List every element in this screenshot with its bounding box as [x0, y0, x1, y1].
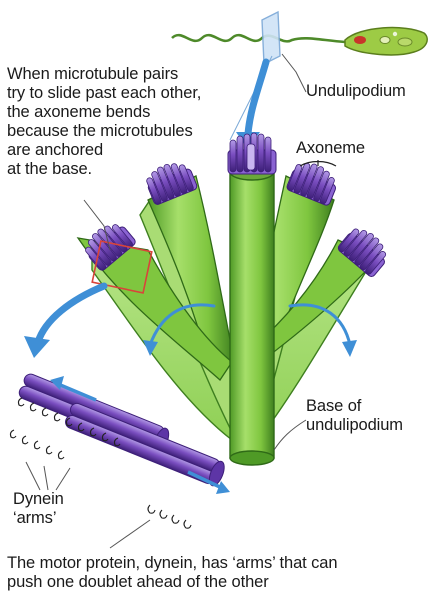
axoneme-label: Axoneme: [296, 139, 365, 158]
leader-caption: [110, 520, 150, 548]
caption-text: The motor protein, dynein, has ‘arms’ th…: [7, 554, 427, 592]
dynein-arms-label: Dynein ‘arms’: [13, 490, 64, 528]
organism-illustration: [172, 28, 427, 55]
undulipodium-label: Undulipodium: [306, 82, 406, 101]
base-label: Base of undulipodium: [306, 397, 403, 435]
detail-arrow-head: [24, 336, 50, 358]
intro-text: When microtubule pairs try to slide past…: [7, 65, 307, 179]
bend-arrow-right-head: [342, 340, 357, 357]
detail-arrow: [38, 286, 104, 342]
leader-dynein: [26, 462, 70, 490]
leader-base: [274, 420, 306, 450]
